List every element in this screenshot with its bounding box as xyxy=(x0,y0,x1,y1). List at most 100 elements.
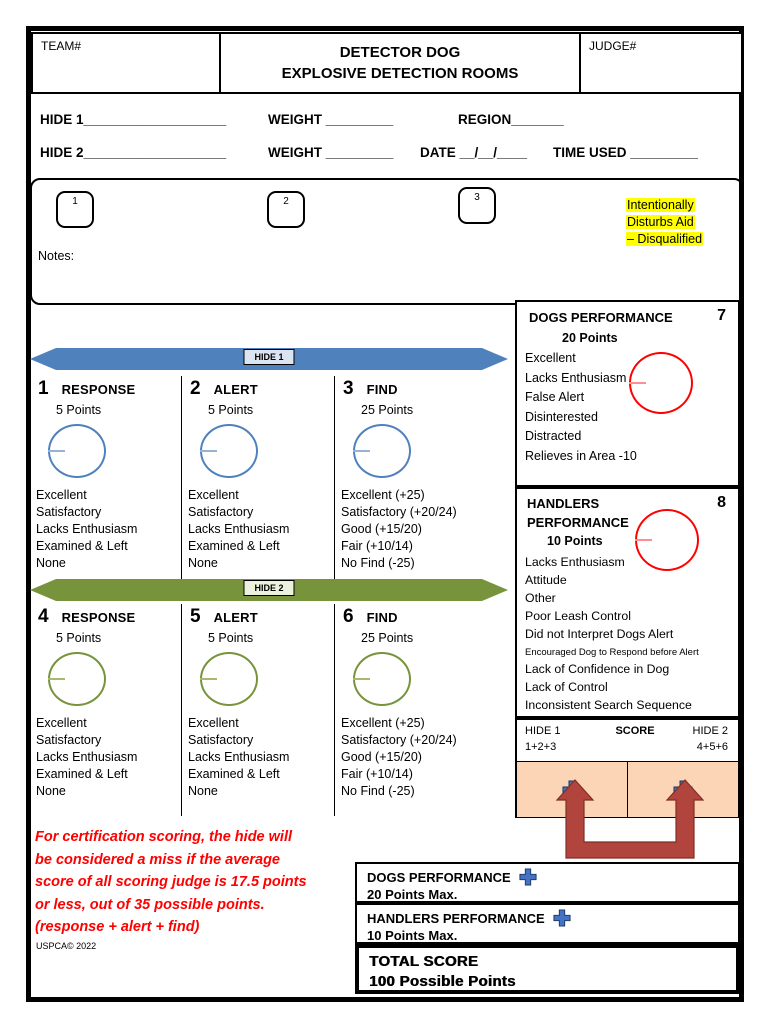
option-item: Lacks Enthusiasm xyxy=(188,522,290,536)
warning-line-1: Intentionally xyxy=(626,198,695,212)
option-item: Satisfactory (+20/24) xyxy=(341,505,457,519)
column-title: ALERT xyxy=(213,382,258,397)
weight1-field[interactable]: WEIGHT _________ xyxy=(268,112,394,127)
options-list: Excellent (+25)Satisfactory (+20/24)Good… xyxy=(341,715,483,800)
hide2-field[interactable]: HIDE 2___________________ xyxy=(40,145,227,160)
option-item: or less, out of 35 possible points. xyxy=(35,896,265,913)
option-item: Examined & Left xyxy=(188,539,280,553)
option-item: Lacks Enthusiasm xyxy=(525,555,625,569)
total-score-box[interactable]: TOTAL SCORE 100 Possible Points xyxy=(355,944,740,994)
dogs-performance-score-circle[interactable] xyxy=(629,352,693,414)
option-item: Fair (+10/14) xyxy=(341,539,413,553)
page-border xyxy=(26,26,744,1002)
handlers-performance-title-2: PERFORMANCE xyxy=(527,515,629,530)
header: TEAM# DETECTOR DOG EXPLOSIVE DETECTION R… xyxy=(31,32,743,94)
circle-tick xyxy=(200,450,217,452)
option-item: Lack of Confidence in Dog xyxy=(525,662,670,677)
hide2-sum-label: 4+5+6 xyxy=(696,741,728,753)
column-divider xyxy=(181,604,182,816)
option-item: Excellent xyxy=(36,488,87,502)
hide2-banner-label: HIDE 2 xyxy=(243,580,295,596)
column-number: 4 xyxy=(38,606,49,627)
column-points: 5 Points xyxy=(208,631,254,645)
handlers-performance-total-box[interactable]: HANDLERS PERFORMANCE 10 Points Max. xyxy=(355,903,740,944)
circle-tick xyxy=(629,381,646,384)
title-line1: DETECTOR DOG xyxy=(339,44,461,61)
title-line2: EXPLOSIVE DETECTION ROOMS xyxy=(281,65,519,82)
score-arrows-icon xyxy=(535,778,725,864)
room-checkbox-1[interactable]: 1 xyxy=(56,191,94,228)
certification-note: For certification scoring, the hide will… xyxy=(35,826,380,939)
date-field[interactable]: DATE __/__/____ xyxy=(420,145,528,160)
score-col-hide1: HIDE 1 xyxy=(525,724,561,737)
region-field[interactable]: REGION_______ xyxy=(458,112,564,127)
weight2-field[interactable]: WEIGHT _________ xyxy=(268,145,394,160)
plus-icon xyxy=(519,868,537,886)
column-points: 5 Points xyxy=(208,403,254,417)
room-checkbox-2[interactable]: 2 xyxy=(267,191,305,228)
column-number: 1 xyxy=(38,378,49,399)
option-item: Excellent xyxy=(36,716,87,730)
option-item: Good (+15/20) xyxy=(341,750,422,764)
score-col-score: SCORE xyxy=(615,724,655,737)
option-item: be considered a miss if the average xyxy=(35,851,280,868)
option-item: Examined & Left xyxy=(36,539,128,553)
handlers-performance-points: 10 Points xyxy=(547,534,603,548)
option-item: Did not Interpret Dogs Alert xyxy=(525,626,674,641)
handlers-performance-number: 8 xyxy=(717,494,726,511)
option-item: Satisfactory xyxy=(188,733,254,747)
room-checkbox-3[interactable]: 3 xyxy=(458,187,496,224)
option-item: score of all scoring judge is 17.5 point… xyxy=(35,874,307,890)
handlers-performance-score-circle[interactable] xyxy=(635,509,699,571)
circle-tick xyxy=(635,538,652,541)
option-item: False Alert xyxy=(525,390,585,404)
judge-number-field[interactable]: JUDGE# xyxy=(581,34,741,92)
score-circle[interactable] xyxy=(353,652,411,706)
notes-box xyxy=(30,178,744,305)
time-used-field[interactable]: TIME USED _________ xyxy=(553,145,698,160)
option-item: Attitude xyxy=(525,572,567,587)
score-circle[interactable] xyxy=(48,652,106,706)
score-circle[interactable] xyxy=(200,424,258,478)
circle-tick xyxy=(200,678,217,680)
circle-tick xyxy=(353,678,370,680)
column-title: ALERT xyxy=(213,610,258,625)
score-col-hide2: HIDE 2 xyxy=(692,724,728,737)
option-item: Lacks Enthusiasm xyxy=(36,522,138,536)
hide1-field[interactable]: HIDE 1___________________ xyxy=(40,112,227,127)
column-number: 5 xyxy=(190,606,201,627)
option-item: Relieves in Area -10 xyxy=(525,448,637,463)
column-title: RESPONSE xyxy=(61,610,136,625)
option-item: Fair (+10/14) xyxy=(341,767,413,781)
column-number: 3 xyxy=(343,378,354,399)
option-item: Lacks Enthusiasm xyxy=(36,750,138,764)
column-title: FIND xyxy=(366,610,398,625)
disqualified-warning: Intentionally Disturbs Aid – Disqualifie… xyxy=(626,197,704,248)
column-title: FIND xyxy=(366,382,398,397)
option-item: Lacks Enthusiasm xyxy=(525,370,627,385)
score-table-sums: 1+2+3 4+5+6 xyxy=(517,741,738,761)
option-item: No Find (-25) xyxy=(341,784,415,798)
circle-tick xyxy=(48,450,65,452)
judge-label: JUDGE# xyxy=(589,39,637,53)
option-item: Other xyxy=(525,590,556,605)
total-possible-points: 100 Possible Points xyxy=(369,973,516,990)
option-item: Satisfactory xyxy=(36,505,102,519)
option-item: None xyxy=(188,556,218,570)
option-item: Excellent (+25) xyxy=(341,716,425,730)
option-item: Good (+15/20) xyxy=(341,522,422,536)
column-points: 25 Points xyxy=(361,403,414,417)
score-circle[interactable] xyxy=(200,652,258,706)
handlers-performance-box: HANDLERS PERFORMANCE 8 10 Points Lacks E… xyxy=(515,487,740,718)
dogs-performance-total-box[interactable]: DOGS PERFORMANCE 20 Points Max. xyxy=(355,862,740,903)
team-number-field[interactable]: TEAM# xyxy=(33,34,219,92)
score-circle[interactable] xyxy=(353,424,411,478)
option-item: Examined & Left xyxy=(188,767,280,781)
warning-line-2: Disturbs Aid xyxy=(626,215,695,229)
score-circle[interactable] xyxy=(48,424,106,478)
